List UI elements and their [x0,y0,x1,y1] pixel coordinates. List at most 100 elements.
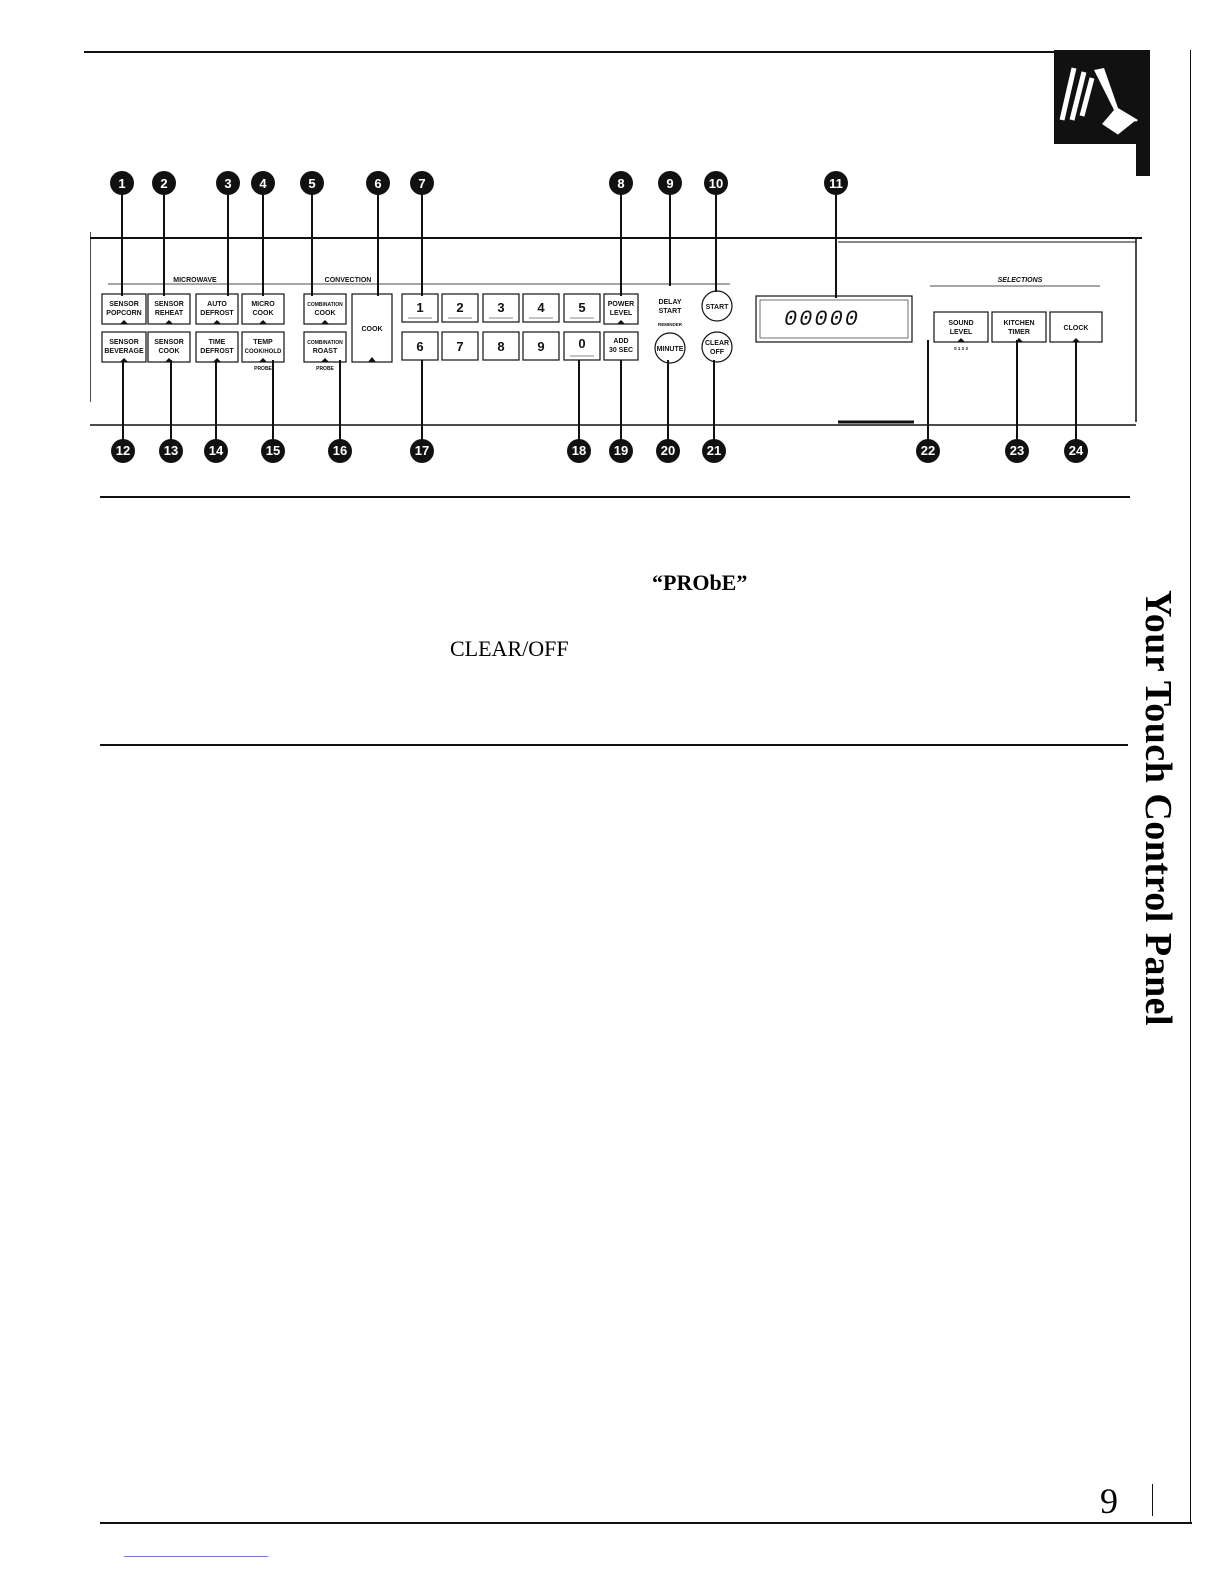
sensor-cook-key[interactable]: SENSOR COOK [147,331,191,363]
svg-text:15: 15 [266,443,280,458]
callout-6: 6 [366,171,390,195]
callout-10: 10 [704,171,728,195]
sensor-beverage-key[interactable]: SENSOR BEVERAGE [101,331,147,363]
power-level-key[interactable]: POWER LEVEL [603,293,639,325]
callout-2: 2 [152,171,176,195]
svg-text:8: 8 [497,339,504,354]
svg-text:MINUTE: MINUTE [657,346,684,353]
clock-key[interactable]: CLOCK [1049,311,1103,343]
svg-text:SENSOR: SENSOR [109,301,139,308]
time-defrost-key[interactable]: TIME DEFROST [195,331,239,363]
svg-text:6: 6 [374,176,381,191]
probe-sub-label-1: PROBE [254,366,272,372]
svg-text:22: 22 [921,443,935,458]
svg-text:LEVEL: LEVEL [950,329,973,336]
sensor-reheat-key[interactable]: SENSOR REHEAT [147,293,191,325]
svg-text:LEVEL: LEVEL [610,310,633,317]
callout-15: 15 [261,439,285,463]
digit-key-6[interactable]: 6 [401,331,439,361]
reminder-label: REMINDER [658,322,683,327]
digit-key-1[interactable]: 1 [401,293,439,323]
svg-text:COMBINATION: COMBINATION [307,340,343,346]
clear-off-text: CLEAR/OFF [450,636,569,661]
svg-text:1: 1 [416,300,423,315]
callout-23: 23 [1005,439,1029,463]
right-margin-rule [1190,50,1191,1522]
callout-20: 20 [656,439,680,463]
svg-text:DEFROST: DEFROST [200,348,234,355]
microwave-group-label: MICROWAVE [173,277,217,284]
callout-21: 21 [702,439,726,463]
svg-text:DEFROST: DEFROST [200,310,234,317]
svg-text:0: 0 [578,336,585,351]
svg-text:20: 20 [661,443,675,458]
svg-text:4: 4 [259,176,267,191]
callout-16: 16 [328,439,352,463]
svg-text:10: 10 [709,176,723,191]
convection-group-label: CONVECTION [325,277,372,284]
svg-text:3: 3 [497,300,504,315]
svg-text:5: 5 [308,176,315,191]
svg-text:COOK: COOK [159,348,180,355]
digit-key-7[interactable]: 7 [441,331,479,361]
digit-key-8[interactable]: 8 [482,331,520,361]
svg-text:3: 3 [224,176,231,191]
svg-text:REHEAT: REHEAT [155,310,184,317]
temp-cook-hold-key[interactable]: TEMP COOK/HOLD [241,331,285,363]
sensor-popcorn-key[interactable]: SENSOR POPCORN [101,293,147,325]
minute-key[interactable]: MINUTE [654,332,686,364]
svg-text:BEVERAGE: BEVERAGE [104,348,144,355]
svg-text:7: 7 [456,339,463,354]
digit-key-5[interactable]: 5 [563,293,601,323]
callout-9: 9 [658,171,682,195]
callout-4: 4 [251,171,275,195]
svg-text:9: 9 [666,176,673,191]
digit-key-9[interactable]: 9 [522,331,560,361]
svg-text:14: 14 [209,443,224,458]
callout-13: 13 [159,439,183,463]
auto-defrost-key[interactable]: AUTO DEFROST [195,293,239,325]
section-rule-2 [100,744,1128,746]
page-number-divider [1152,1484,1153,1516]
convection-cook-key[interactable]: COOK [351,293,393,363]
svg-text:11: 11 [829,176,843,191]
svg-text:5: 5 [578,300,585,315]
callout-24: 24 [1064,439,1088,463]
callout-11: 11 [824,171,848,195]
svg-text:30 SEC: 30 SEC [609,347,633,354]
sound-level-key[interactable]: SOUND LEVEL [933,311,989,343]
combination-cook-key[interactable]: COMBINATION COOK [303,293,347,325]
digit-key-0[interactable]: 0 [563,331,601,361]
svg-text:6: 6 [416,339,423,354]
svg-text:ADD: ADD [613,338,628,345]
callout-19: 19 [609,439,633,463]
svg-text:AUTO: AUTO [207,301,227,308]
combination-roast-key[interactable]: COMBINATION ROAST [303,331,347,363]
section-rule-1 [100,496,1130,498]
delay-start-key[interactable]: DELAY START [658,299,682,315]
svg-text:SENSOR: SENSOR [154,301,184,308]
svg-text:COOK: COOK [362,326,383,333]
svg-text:12: 12 [116,443,130,458]
micro-cook-key[interactable]: MICRO COOK [241,293,285,325]
touch-hand-icon [1054,50,1150,176]
svg-text:SENSOR: SENSOR [109,339,139,346]
svg-text:COMBINATION: COMBINATION [307,302,343,308]
callouts-bottom: 12 13 14 15 16 17 18 19 20 21 22 23 24 [111,340,1088,463]
kitchen-timer-key[interactable]: KITCHEN TIMER [991,311,1047,343]
clear-off-key[interactable]: CLEAR OFF [701,331,733,363]
digit-key-2[interactable]: 2 [441,293,479,323]
page-number: 9 [1100,1481,1118,1521]
callout-5: 5 [300,171,324,195]
callout-18: 18 [567,439,591,463]
digit-key-4[interactable]: 4 [522,293,560,323]
svg-text:SENSOR: SENSOR [154,339,184,346]
svg-text:24: 24 [1069,443,1084,458]
svg-text:17: 17 [415,443,429,458]
side-title-text: Your Touch Control Panel [1137,590,1179,1027]
callout-12: 12 [111,439,135,463]
svg-text:4: 4 [537,300,545,315]
svg-text:START: START [659,308,683,315]
digit-key-3[interactable]: 3 [482,293,520,323]
svg-text:TIMER: TIMER [1008,329,1030,336]
